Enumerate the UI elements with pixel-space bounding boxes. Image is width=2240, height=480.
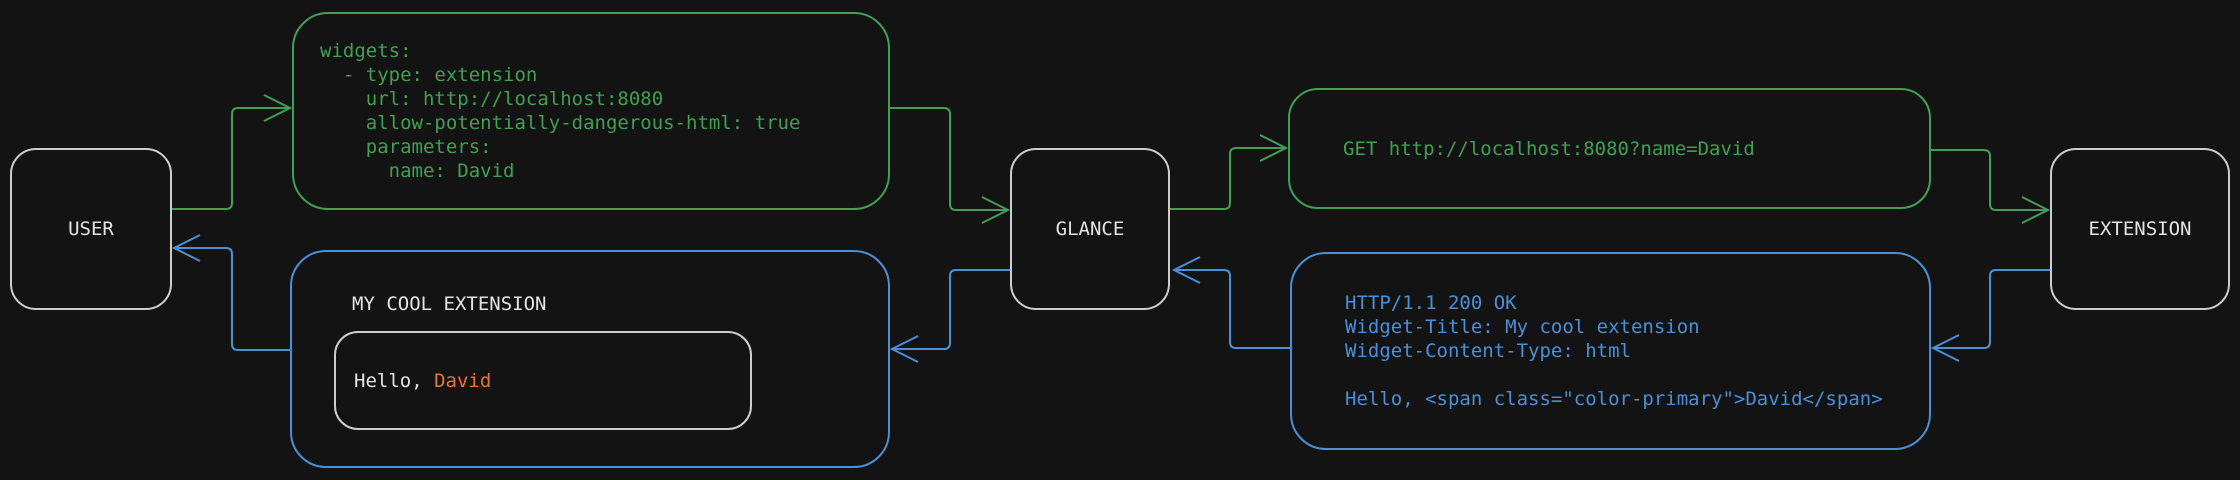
- widget-title: MY COOL EXTENSION: [352, 293, 547, 315]
- arrow-glance-to-widget: [889, 269, 1010, 363]
- response-line: Widget-Title: My cool extension: [1345, 316, 1700, 338]
- response-message-box: HTTP/1.1 200 OK Widget-Title: My cool ex…: [1290, 252, 1931, 450]
- user-node: USER: [10, 148, 172, 310]
- response-line: Widget-Content-Type: html: [1345, 340, 1631, 362]
- extension-node-label: EXTENSION: [2088, 218, 2192, 240]
- widget-preview-box: MY COOL EXTENSION Hello, David: [290, 250, 890, 468]
- arrow-request-to-extension: [1931, 149, 2051, 224]
- arrow-user-to-config: [172, 94, 293, 210]
- config-line: name: David: [320, 160, 515, 182]
- arrow-response-to-glance: [1171, 256, 1290, 349]
- greeting-prefix: Hello,: [354, 369, 435, 392]
- config-line: widgets:: [320, 40, 412, 62]
- response-line: Hello, <span class="color-primary">David…: [1345, 388, 1883, 410]
- arrow-widget-to-user: [171, 234, 290, 351]
- config-line: allow-potentially-dangerous-html: true: [320, 112, 801, 134]
- config-message-box: widgets: - type: extension url: http://l…: [292, 12, 890, 210]
- response-line: [1345, 363, 1929, 387]
- greeting-box: Hello, David: [334, 331, 752, 430]
- response-line: HTTP/1.1 200 OK: [1345, 292, 1517, 314]
- config-line: parameters:: [320, 136, 492, 158]
- config-line: - type: extension: [320, 64, 538, 86]
- arrow-config-to-glance: [890, 107, 1011, 224]
- request-line: GET http://localhost:8080?name=David: [1343, 137, 1755, 160]
- config-line: url: http://localhost:8080: [320, 88, 664, 110]
- glance-node-label: GLANCE: [1055, 218, 1125, 240]
- arrow-glance-to-request: [1170, 134, 1289, 210]
- arrow-extension-to-response: [1930, 269, 2050, 362]
- request-message-box: GET http://localhost:8080?name=David: [1288, 88, 1931, 209]
- greeting-name: David: [434, 369, 492, 392]
- glance-node: GLANCE: [1010, 148, 1170, 310]
- extension-node: EXTENSION: [2050, 148, 2230, 310]
- user-node-label: USER: [68, 218, 114, 240]
